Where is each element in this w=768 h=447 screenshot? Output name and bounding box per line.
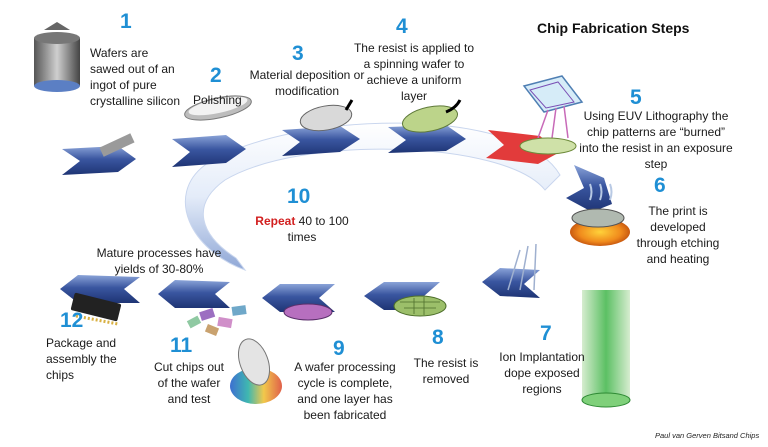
arrow-step-3 <box>282 126 360 156</box>
ion-implantation-beam-icon <box>507 243 631 408</box>
silicon-ingot-icon <box>34 22 135 157</box>
patterned-wafer-icon <box>393 295 447 317</box>
yield-note: Mature processes have yields of 30-80% <box>96 246 222 276</box>
step-7-text: Ion Implantation dope exposed regions <box>499 350 585 396</box>
step-6-text: The print is developed through etching a… <box>636 204 720 266</box>
repeat-return-loop <box>185 122 561 272</box>
euv-lithography-icon <box>519 75 584 155</box>
step-12-text: Package and assembly the chips <box>46 336 117 382</box>
step-9-number: 9 <box>333 337 345 360</box>
step-3-text: Material deposition or modification <box>249 68 365 98</box>
chip-dies-icon <box>186 305 247 336</box>
arrow-step-6 <box>566 165 612 212</box>
step-4-text: The resist is applied to a spinning wafe… <box>353 41 475 103</box>
step-5-text: Using EUV Lithography the chip patterns … <box>579 109 733 171</box>
step-10-text: Repeat 40 to 100 times <box>254 213 350 245</box>
resist-wafer-icon <box>401 105 459 133</box>
step-2-text: Polishing <box>193 93 242 107</box>
deposition-wafer-icon <box>299 104 353 132</box>
step-1-number: 1 <box>120 10 132 33</box>
step-6-number: 6 <box>654 174 666 197</box>
step-2-number: 2 <box>210 64 222 87</box>
arrow-step-4 <box>388 125 466 153</box>
step-10-number: 10 <box>287 185 311 208</box>
image-credit: Paul van Gerven Bitsand Chips <box>655 431 760 440</box>
step-11-number: 11 <box>170 334 193 357</box>
developed-wafer-icon <box>570 183 630 246</box>
step-3-number: 3 <box>292 42 304 65</box>
step-8-number: 8 <box>432 326 444 349</box>
packaged-chip-icon <box>70 292 122 326</box>
step-12-number: 12 <box>60 309 84 332</box>
arrow-step-1 <box>62 146 136 175</box>
step-7-number: 7 <box>540 322 552 345</box>
arrow-step-7 <box>482 268 540 298</box>
arrow-step-11 <box>158 280 230 308</box>
step-11-text: Cut chips out of the wafer and test <box>153 360 225 406</box>
step-5-number: 5 <box>630 86 642 109</box>
step-9-text: A wafer processing cycle is complete, an… <box>294 360 396 422</box>
step-1-text: Wafers are sawed out of an ingot of pure… <box>90 46 181 108</box>
step-8-text: The resist is removed <box>413 356 479 386</box>
repeat-word: Repeat <box>255 214 296 228</box>
step-4-number: 4 <box>396 15 408 38</box>
diagram-title: Chip Fabrication Steps <box>537 20 690 36</box>
test-probe-wafer-icon <box>230 338 282 404</box>
processed-wafer-icon <box>283 303 333 321</box>
repeat-count: 40 to 100 times <box>287 214 349 244</box>
arrow-step-2 <box>172 135 246 167</box>
